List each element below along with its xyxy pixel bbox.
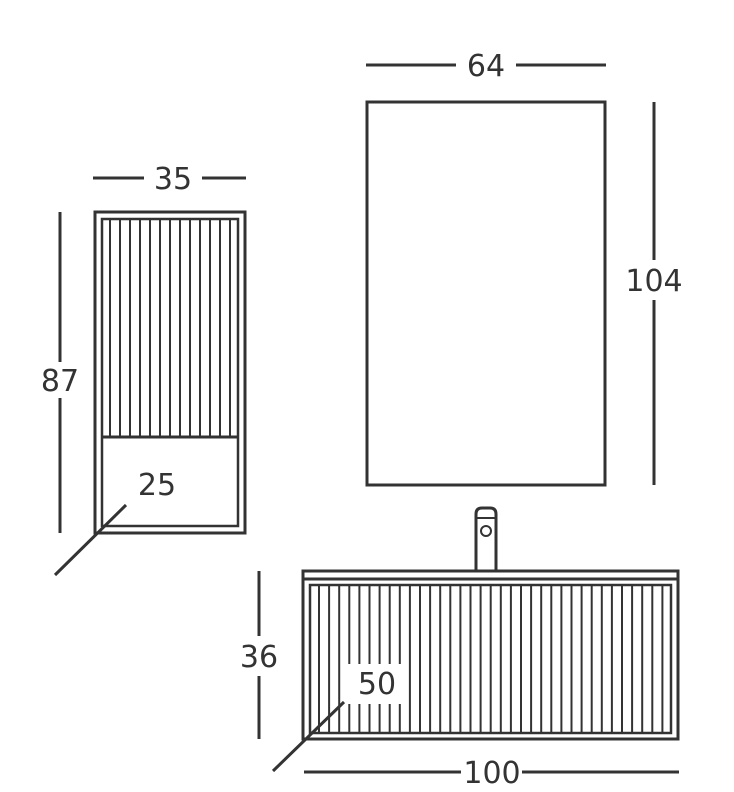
side-cabinet-slats [109,219,231,437]
side-cabinet-depth-line [53,503,128,577]
mirror-frame [365,100,607,487]
mirror: 64 104 [365,49,683,487]
faucet [474,506,498,570]
side-cabinet-width-label: 35 [154,162,192,197]
vanity-height-label: 36 [240,640,278,675]
side-cabinet-outer-frame [93,210,247,535]
vanity-depth-label: 50 [358,667,396,702]
vanity-depth-label-bg [347,664,407,704]
vanity-width-label: 100 [463,756,520,791]
vanity-depth-line [271,700,346,773]
side-cabinet-height-label: 87 [41,364,79,399]
mirror-height-label: 104 [625,264,682,299]
faucet-body [474,506,498,570]
vanity-cabinet: 36 50 100 [240,506,680,791]
vanity-slats [318,585,664,733]
vanity-outer-frame [301,577,680,741]
faucet-handle-icon [480,525,492,537]
side-cabinet-depth-label: 25 [138,468,176,503]
mirror-width-label: 64 [467,49,505,84]
side-cabinet: 35 87 25 [41,162,247,577]
